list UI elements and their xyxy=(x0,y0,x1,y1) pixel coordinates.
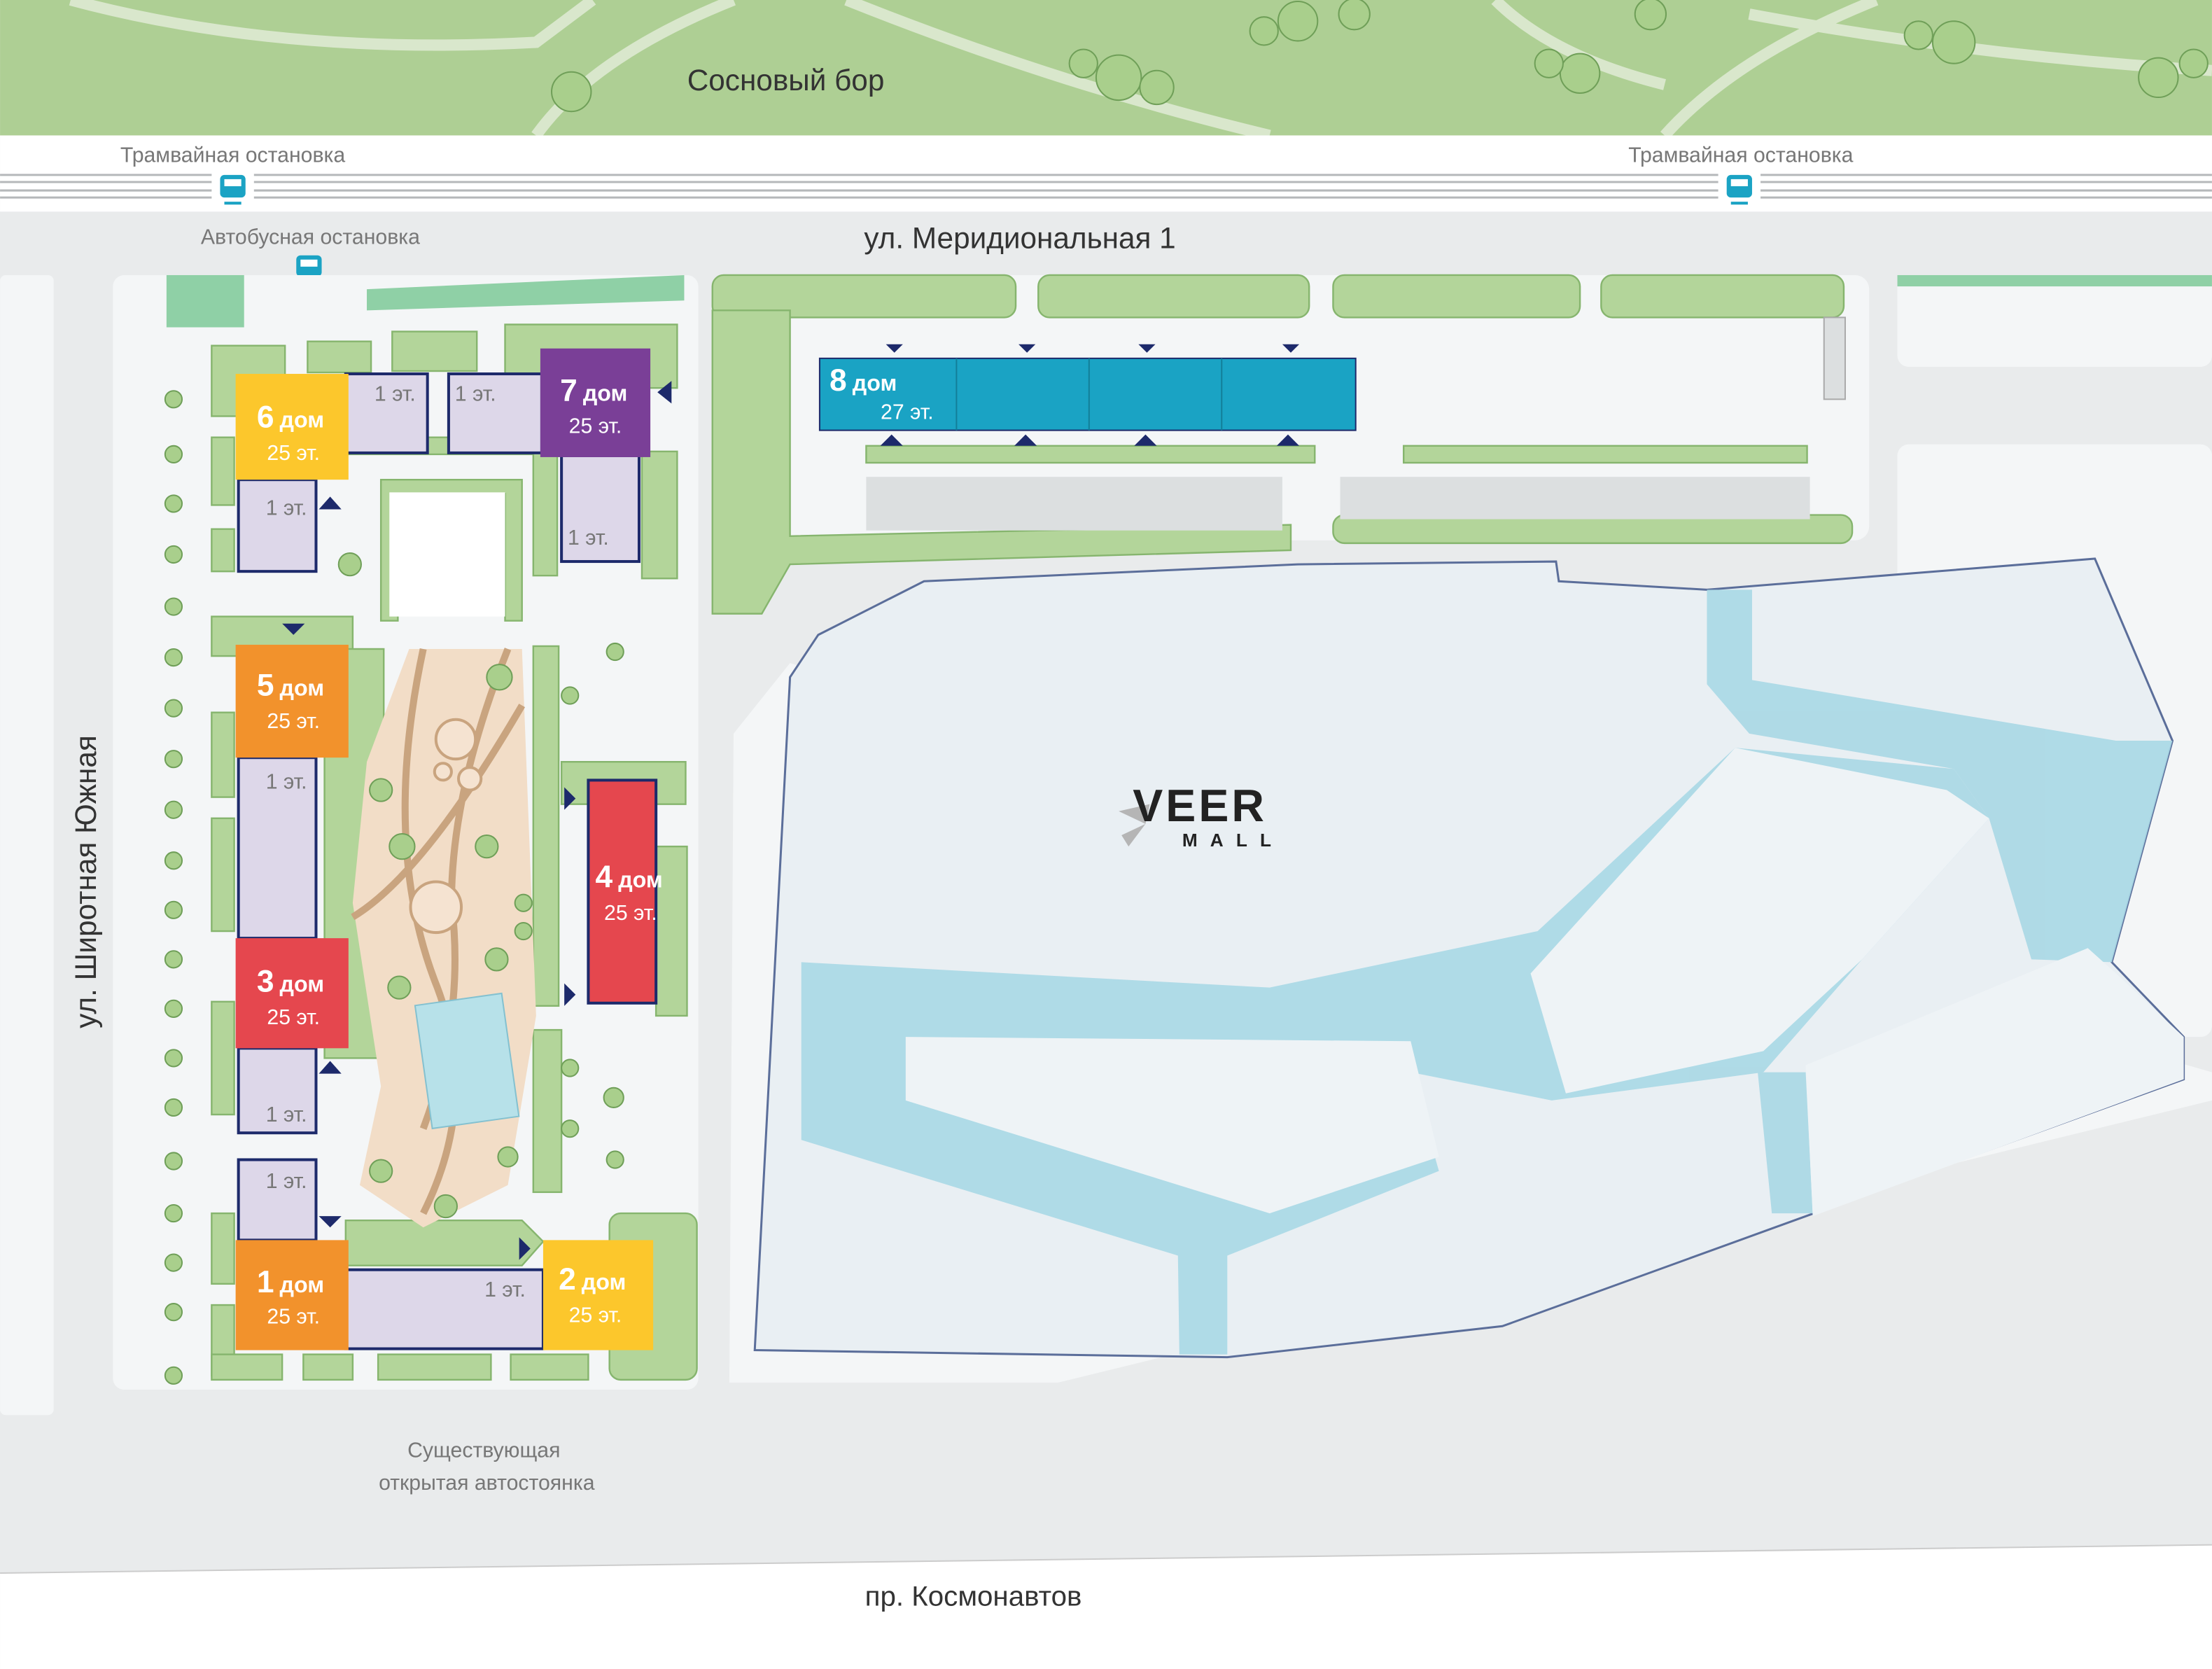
building-number: 4 xyxy=(595,860,612,895)
street-shirotnaya-yuzhnaya: ул. Широтная Южная xyxy=(69,735,102,1028)
veer-mall-logo: VEER MALL xyxy=(1119,781,1284,851)
low-rise-label: 1 эт. xyxy=(266,1170,307,1193)
building-word: дом xyxy=(618,867,663,893)
street-trees xyxy=(164,390,183,1385)
building-word: дом xyxy=(853,370,897,396)
tram-tracks xyxy=(0,174,2212,199)
low-rise-label: 1 эт. xyxy=(266,771,307,794)
svg-text:VEER: VEER xyxy=(1133,781,1267,831)
tram-icon[interactable] xyxy=(211,172,254,207)
low-rise-label: 1 эт. xyxy=(266,497,307,520)
low-rise-label: 1 эт. xyxy=(374,382,416,405)
bus-stop-platform xyxy=(367,274,685,311)
building-word: дом xyxy=(280,676,325,701)
svg-text:MALL: MALL xyxy=(1182,830,1284,851)
tram-icon[interactable] xyxy=(1718,172,1761,207)
building-floors: 25 эт. xyxy=(569,1304,622,1327)
building-number: 7 xyxy=(560,373,578,407)
building-word: дом xyxy=(280,1272,325,1297)
low-rise-label: 1 эт. xyxy=(568,526,609,550)
building-number: 2 xyxy=(559,1262,576,1297)
building-floors: 25 эт. xyxy=(267,1006,320,1029)
tram-band xyxy=(0,135,2212,212)
street-meridionalnaya: ул. Меридиональная 1 xyxy=(864,222,1175,255)
building-word: дом xyxy=(582,1269,626,1294)
courtyard-square xyxy=(389,492,505,617)
bus-stop-platform xyxy=(166,274,244,328)
building-floors: 25 эт. xyxy=(267,710,320,733)
low-rise-label: 1 эт. xyxy=(484,1278,526,1301)
parking-label-line2: открытая автостоянка xyxy=(379,1472,595,1495)
central-park xyxy=(337,552,624,1228)
tram-stop-left-label: Трамвайная остановка xyxy=(120,144,345,167)
parking-label-line1: Существующая xyxy=(407,1439,560,1462)
forest-label: Сосновый бор xyxy=(687,64,885,97)
street-kosmonavtov: пр. Космонавтов xyxy=(865,1580,1082,1612)
building-word: дом xyxy=(280,972,325,997)
building-number: 1 xyxy=(257,1265,274,1299)
low-rise-label: 1 эт. xyxy=(455,382,496,405)
building-floors: 25 эт. xyxy=(569,415,622,438)
building-number: 6 xyxy=(257,400,274,435)
bus-stop-label: Автобусная остановка xyxy=(201,226,420,249)
building-floors: 27 эт. xyxy=(881,401,934,424)
building-floors: 25 эт. xyxy=(604,902,657,925)
building-number: 3 xyxy=(257,965,274,999)
building-word: дом xyxy=(280,407,325,433)
building-floors: 25 эт. xyxy=(267,1305,320,1328)
entrance-arrow-icons xyxy=(282,344,1300,1260)
tram-stop-right-label: Трамвайная остановка xyxy=(1628,144,1853,167)
building-number: 5 xyxy=(257,669,274,703)
building-floors: 25 эт. xyxy=(267,442,320,465)
veer-mall[interactable]: VEER MALL xyxy=(753,557,2185,1359)
building-word: дом xyxy=(583,380,628,405)
pine-forest: Сосновый бор xyxy=(0,0,2212,141)
building-number: 8 xyxy=(830,363,847,398)
low-rise-label: 1 эт. xyxy=(266,1103,307,1126)
sports-court xyxy=(414,992,520,1130)
